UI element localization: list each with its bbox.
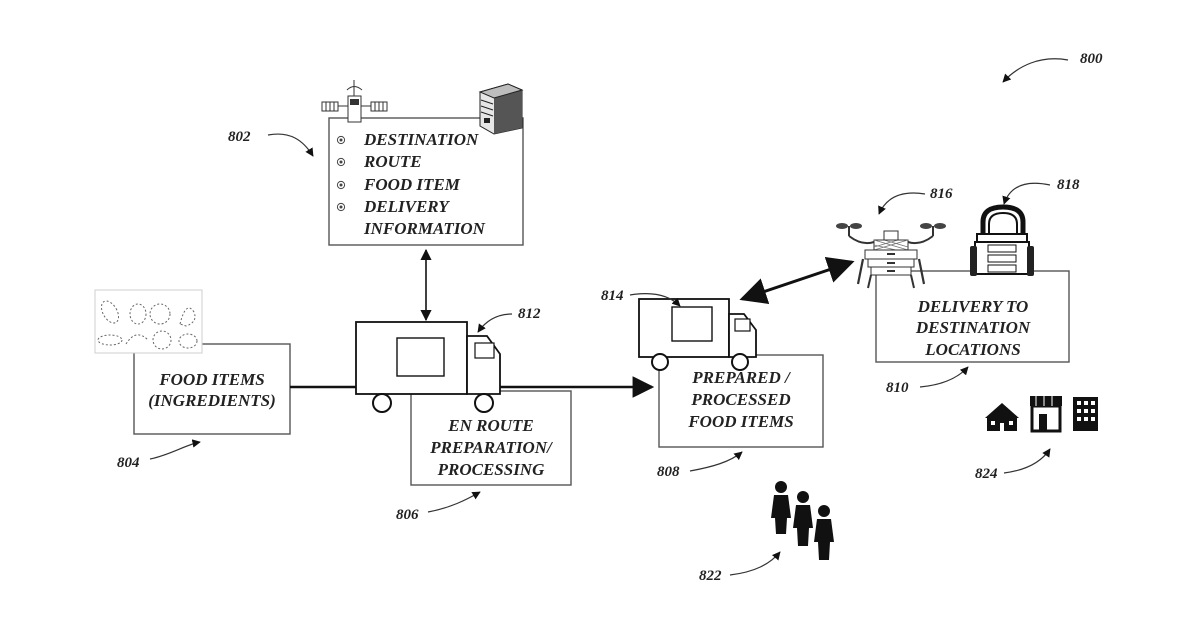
prepared-line-1: PREPARED / bbox=[691, 368, 792, 387]
drone-ref-arrow bbox=[879, 193, 925, 214]
food-items-ref-arrow bbox=[150, 442, 200, 459]
info-item-food-item: FOOD ITEM bbox=[363, 175, 461, 194]
prepared-ref-arrow bbox=[690, 452, 742, 471]
buildings-ref: 824 bbox=[975, 466, 998, 482]
office-building-icon bbox=[1073, 397, 1098, 431]
delivery-line-2: DESTINATION bbox=[915, 318, 1031, 337]
en-route-line-3: PROCESSING bbox=[437, 460, 545, 479]
info-box: DESTINATION ROUTE FOOD ITEM DELIVERY INF… bbox=[322, 80, 523, 245]
bullet-icon bbox=[337, 203, 344, 210]
figure-number-arrow bbox=[1003, 59, 1068, 82]
figure-number-label: 800 bbox=[1080, 51, 1103, 67]
bullet-icon bbox=[337, 136, 344, 143]
large-truck-ref-arrow bbox=[478, 314, 512, 332]
prepared-line-3: FOOD ITEMS bbox=[687, 412, 793, 431]
people-ref-arrow bbox=[730, 552, 780, 575]
vegetables-icon bbox=[95, 290, 202, 353]
server-icon bbox=[480, 84, 522, 134]
info-item-route: ROUTE bbox=[363, 152, 422, 171]
satellite-icon bbox=[322, 80, 387, 122]
people-ref: 822 bbox=[699, 568, 722, 584]
drone-ref: 816 bbox=[930, 186, 953, 202]
delivery-ref-arrow bbox=[920, 367, 968, 387]
truck-to-delivery-arrow bbox=[742, 262, 852, 299]
info-item-delivery: DELIVERY bbox=[363, 197, 450, 216]
prepared-ref: 808 bbox=[657, 464, 680, 480]
en-route-ref: 806 bbox=[396, 507, 419, 523]
delivery-robot-icon bbox=[970, 207, 1034, 276]
en-route-line-2: PREPARATION/ bbox=[429, 438, 554, 457]
people-icon bbox=[771, 481, 834, 560]
delivery-line-1: DELIVERY TO bbox=[917, 297, 1029, 316]
info-item-destination: DESTINATION bbox=[363, 130, 479, 149]
en-route-line-1: EN ROUTE bbox=[447, 416, 533, 435]
en-route-ref-arrow bbox=[428, 492, 480, 512]
prepared-line-2: PROCESSED bbox=[690, 390, 790, 409]
food-items-ref: 804 bbox=[117, 455, 140, 471]
info-box-ref-arrow bbox=[268, 134, 313, 156]
large-truck-ref: 812 bbox=[518, 306, 541, 322]
buildings-ref-arrow bbox=[1004, 449, 1050, 473]
info-item-information: INFORMATION bbox=[363, 219, 486, 238]
shop-icon bbox=[1030, 396, 1062, 431]
food-items-line-2: (INGREDIENTS) bbox=[148, 391, 276, 410]
buildings-icon bbox=[985, 396, 1098, 431]
delivery-line-3: LOCATIONS bbox=[924, 340, 1020, 359]
food-items-line-1: FOOD ITEMS bbox=[158, 370, 264, 389]
robot-ref: 818 bbox=[1057, 177, 1080, 193]
bullet-icon bbox=[337, 181, 344, 188]
small-truck-ref: 814 bbox=[601, 288, 624, 304]
food-items-frame bbox=[134, 344, 290, 434]
delivery-box: DELIVERY TO DESTINATION LOCATIONS bbox=[876, 271, 1069, 362]
robot-ref-arrow bbox=[1004, 183, 1050, 204]
house-icon bbox=[985, 403, 1019, 431]
delivery-ref: 810 bbox=[886, 380, 909, 396]
food-items-box: FOOD ITEMS (INGREDIENTS) bbox=[134, 344, 290, 434]
bullet-icon bbox=[337, 158, 344, 165]
info-box-ref: 802 bbox=[228, 129, 251, 145]
